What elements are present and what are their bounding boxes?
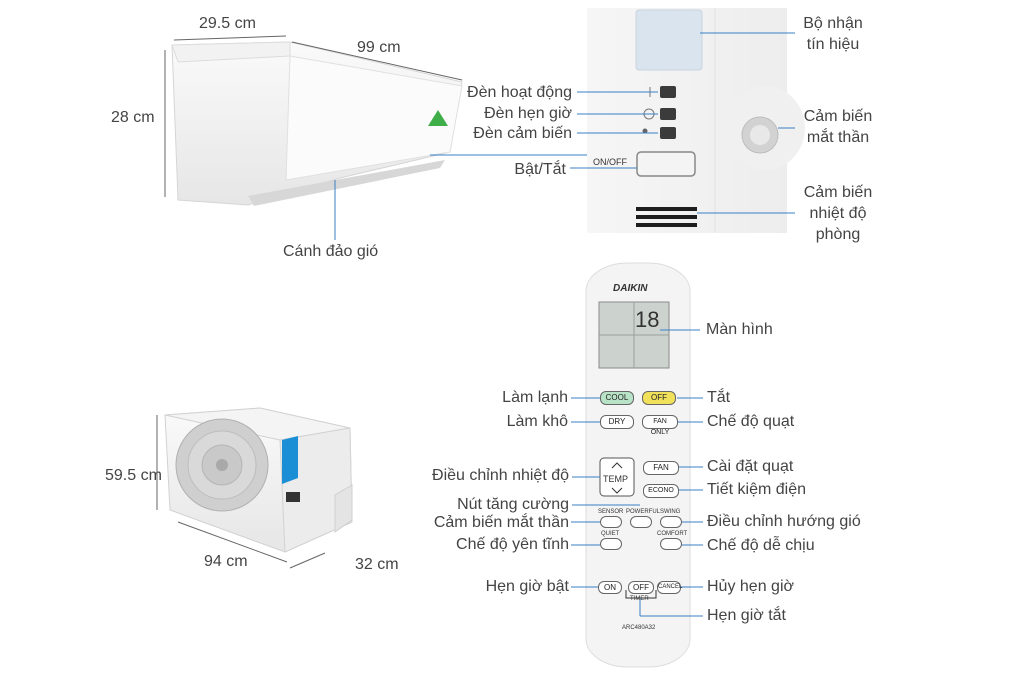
indoor-depth-label: 29.5 cm	[199, 15, 256, 32]
operation-lamp	[660, 86, 676, 98]
screen-label: Màn hình	[706, 321, 773, 338]
receiver-label-line1: Bộ nhận	[803, 15, 863, 32]
timer-caption: TIMER	[630, 596, 649, 602]
powerful-button[interactable]	[630, 516, 652, 528]
timer-off-label: Hẹn giờ tắt	[707, 607, 786, 624]
cool-button[interactable]: COOL	[600, 391, 634, 405]
cool-label: Làm lạnh	[502, 389, 568, 406]
eye-sensor-label-line2: mắt thần	[806, 129, 870, 146]
remote-model: ARC480A32	[622, 625, 656, 631]
fan-only-button[interactable]: FAN ONLY	[642, 415, 678, 436]
quiet-label: Chế độ yên tĩnh	[456, 536, 569, 553]
timer-lamp-label: Đèn hẹn giờ	[484, 105, 572, 122]
temp-label: Điều chỉnh nhiệt độ	[432, 467, 569, 484]
quiet-caption: QUIET	[601, 531, 620, 537]
dry-button[interactable]: DRY	[600, 415, 634, 429]
eye-sensor-label: Cảm biến mắt thần	[798, 106, 878, 148]
timer-off-button[interactable]: OFF	[628, 581, 654, 594]
sensor-lamp	[660, 127, 676, 139]
off-button[interactable]: OFF	[642, 391, 676, 405]
cancel-button[interactable]: CANCEL	[657, 581, 682, 594]
indoor-width-label: 99 cm	[357, 39, 401, 56]
room-temp-label-line2: nhiệt độ	[809, 205, 867, 222]
swing-button[interactable]	[660, 516, 682, 528]
eye-sensor-label-line1: Cảm biến	[803, 108, 873, 125]
remote-control	[585, 262, 691, 668]
sensor-caption: SENSOR	[598, 509, 624, 515]
room-temp-label-line1: Cảm biến	[803, 184, 873, 201]
remote-display-value: 18	[635, 307, 660, 332]
cancel-label: Hủy hẹn giờ	[707, 578, 794, 595]
powerful-label: Nút tăng cường	[457, 496, 569, 513]
fan-only-label: Chế độ quạt	[707, 413, 795, 430]
timer-on-label: Hẹn giờ bật	[485, 578, 569, 595]
dimension-lines	[156, 35, 463, 569]
indoor-panel	[587, 8, 805, 233]
indoor-height-label: 28 cm	[111, 109, 155, 126]
outdoor-depth-label: 32 cm	[355, 556, 399, 573]
comfort-label: Chế độ dễ chịu	[707, 537, 815, 554]
econo-label: Tiết kiệm điện	[707, 481, 806, 498]
fan-label: Cài đặt quạt	[707, 458, 794, 475]
comfort-button[interactable]	[660, 538, 682, 550]
receiver-label-line2: tín hiệu	[806, 36, 860, 53]
swing-label: Điều chỉnh hướng gió	[707, 513, 861, 530]
econo-button[interactable]: ECONO	[643, 484, 679, 498]
on-off-button[interactable]	[636, 151, 696, 177]
timer-on-button[interactable]: ON	[598, 581, 622, 594]
sensor-label: Cảm biến mắt thần	[433, 514, 569, 531]
receiver-window	[635, 9, 703, 71]
daikin-logo-icon	[282, 436, 298, 484]
off-label: Tắt	[707, 389, 731, 406]
temp-button-label: TEMP	[603, 474, 629, 484]
sensor-button[interactable]	[600, 516, 622, 528]
comfort-caption: COMFORT	[657, 531, 688, 537]
room-temp-sensor-label: Cảm biến nhiệt độ phòng	[798, 182, 878, 245]
fan-button[interactable]: FAN	[643, 461, 679, 475]
receiver-label: Bộ nhận tín hiệu	[798, 13, 868, 55]
dry-label: Làm khô	[506, 413, 568, 430]
outdoor-unit	[164, 407, 353, 553]
indoor-unit	[171, 41, 463, 206]
outdoor-width-label: 94 cm	[204, 553, 248, 570]
louver-label: Cánh đảo gió	[283, 243, 379, 260]
timer-lamp	[660, 108, 676, 120]
temp-sensor-vent	[636, 207, 697, 211]
person-icon	[642, 128, 648, 134]
sensor-lamp-label: Đèn cảm biến	[473, 125, 572, 142]
powerful-caption: POWERFUL	[626, 509, 661, 515]
remote-brand: DAIKIN	[613, 283, 648, 294]
on-off-button-text: ON/OFF	[593, 157, 627, 167]
outdoor-height-label: 59.5 cm	[105, 467, 162, 484]
operation-lamp-label: Đèn hoạt động	[467, 84, 572, 101]
on-off-label: Bật/Tắt	[514, 161, 566, 178]
quiet-button[interactable]	[600, 538, 622, 550]
swing-caption: SWING	[660, 509, 681, 515]
leader-lines	[334, 32, 795, 617]
energy-label-icon	[428, 110, 448, 126]
room-temp-label-line3: phòng	[815, 226, 861, 243]
